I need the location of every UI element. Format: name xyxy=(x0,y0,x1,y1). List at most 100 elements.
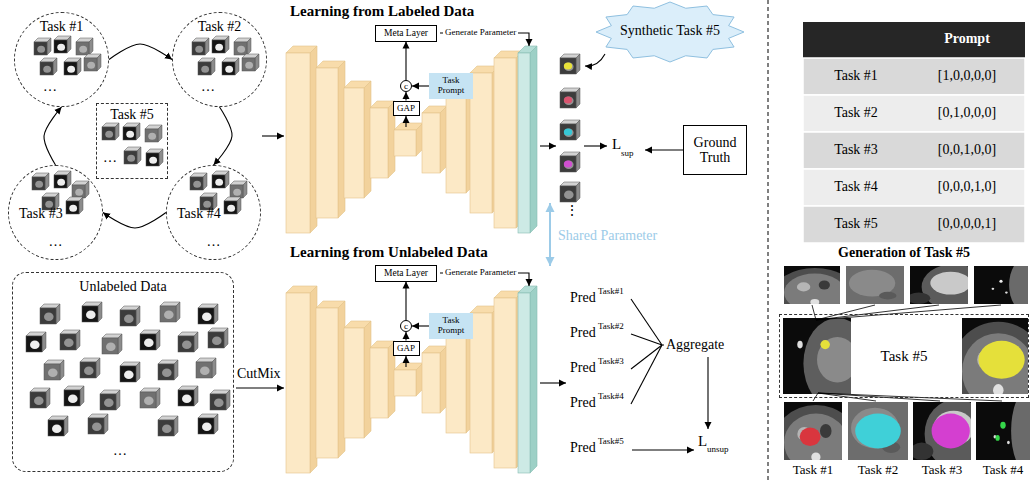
volume-cube xyxy=(198,414,218,434)
volume-cube xyxy=(230,181,247,198)
volume-cube xyxy=(560,88,580,108)
network-layer xyxy=(370,341,395,418)
volume-cube xyxy=(82,302,102,322)
flow-arrow xyxy=(44,107,62,165)
ct-thumbnail xyxy=(976,402,1030,460)
table-header: Prompt xyxy=(910,31,1025,47)
flow-arrow xyxy=(405,92,406,101)
ct-thumbnail xyxy=(910,266,968,304)
flow-arrow xyxy=(405,42,406,81)
volume-cube xyxy=(54,171,71,188)
prediction-superscript: Task#3 xyxy=(598,356,624,366)
operation-label: Aggregate xyxy=(666,337,724,353)
table-row-band xyxy=(803,206,1025,243)
volume-cube xyxy=(140,330,160,350)
table-cell: Task #1 xyxy=(803,68,910,84)
meta-layer-box: Meta Layer xyxy=(375,265,437,282)
network-layer xyxy=(394,123,423,156)
volume-cube xyxy=(212,171,229,188)
ct-thumbnail xyxy=(962,318,1028,394)
prediction-superscript: Task#5 xyxy=(598,436,624,446)
flow-arrow xyxy=(103,213,166,229)
ct-thumbnail xyxy=(974,266,1028,304)
gap-box: GAP xyxy=(393,101,420,116)
prediction-symbol: Pred xyxy=(570,290,596,306)
node-label: Task Prompt xyxy=(433,76,469,96)
prompt-box: Task Prompt xyxy=(429,313,473,339)
network-layer xyxy=(316,301,345,458)
panel-separator xyxy=(768,0,769,482)
node-label: Task #3 xyxy=(19,206,63,222)
table-row-band xyxy=(803,132,1025,169)
network-layer xyxy=(518,46,537,233)
prediction-superscript: Task#4 xyxy=(598,391,624,401)
image-caption: Task #4 xyxy=(978,463,1028,478)
network-layer xyxy=(394,363,423,396)
network-layer xyxy=(422,346,447,413)
table-cell: Task #2 xyxy=(803,105,910,121)
network-layer xyxy=(344,81,371,198)
volume-cube xyxy=(158,360,178,380)
ellipsis: ⋮ xyxy=(565,203,579,219)
table-cell: [0,0,0,0,1] xyxy=(910,216,1025,232)
volume-cube xyxy=(146,149,163,166)
network-layer xyxy=(518,286,537,473)
arrow-line xyxy=(540,382,566,383)
volume-cube xyxy=(84,54,101,71)
table-cell: Task #4 xyxy=(803,179,910,195)
task-pool: Task #4… xyxy=(166,165,261,260)
section-heading: Learning from Labeled Data xyxy=(290,3,474,20)
volume-cube xyxy=(26,332,46,352)
volume-cube xyxy=(560,120,580,140)
node-label: Task #5 xyxy=(780,348,1028,365)
volume-cube xyxy=(72,181,89,198)
arrow-line xyxy=(818,393,1002,401)
loss-symbol: L xyxy=(612,136,621,153)
volume-cube xyxy=(76,38,93,55)
volume-cube xyxy=(102,334,122,354)
node-label: Meta Layer xyxy=(384,28,428,39)
volume-cube xyxy=(210,390,230,410)
image-caption: Task #3 xyxy=(917,463,967,478)
prediction-symbol: Pred xyxy=(570,440,596,456)
volume-cube xyxy=(222,58,239,75)
loss-subscript: sup xyxy=(621,148,634,158)
node-label: GAP xyxy=(397,343,415,353)
volume-cube xyxy=(30,388,50,408)
loss-subscript: unsup xyxy=(707,444,729,454)
arrow-line xyxy=(549,203,551,266)
network-layer xyxy=(286,286,317,473)
network-layer xyxy=(446,326,473,433)
ellipsis: … xyxy=(103,150,117,166)
ellipsis: … xyxy=(167,234,260,250)
flow-arrow xyxy=(109,44,172,60)
node-label: Synthetic Task #5 xyxy=(595,23,745,39)
volume-cube xyxy=(160,302,180,322)
arrow-line xyxy=(236,387,284,388)
node-label: Task #1 xyxy=(15,19,108,35)
volume-cube xyxy=(40,58,57,75)
arrow-line xyxy=(585,54,605,66)
volume-cube xyxy=(192,38,209,55)
arrow-line xyxy=(405,116,406,127)
volume-cube xyxy=(198,304,218,324)
node-label: Task Prompt xyxy=(433,316,469,336)
ellipsis: … xyxy=(113,443,127,459)
volume-cube xyxy=(124,147,141,164)
image-caption: Task #1 xyxy=(788,463,838,478)
ct-thumbnail xyxy=(846,266,904,304)
table-cell: Task #3 xyxy=(803,142,910,158)
volume-cube xyxy=(190,173,207,190)
table-header-band xyxy=(803,22,1025,58)
volume-cube xyxy=(234,38,251,55)
arrow-line xyxy=(662,344,664,345)
table-cell: [1,0,0,0,0] xyxy=(910,68,1025,84)
ct-thumbnail xyxy=(784,402,842,460)
data-pool: Unlabeled Data… xyxy=(12,272,234,472)
gap-box: GAP xyxy=(393,341,420,356)
edge-label: Generate Parameter xyxy=(443,267,518,277)
ct-thumbnail xyxy=(784,266,840,304)
prediction-symbol: Pred xyxy=(570,325,596,341)
prediction-symbol: Pred xyxy=(570,360,596,376)
network-layer xyxy=(316,61,345,218)
